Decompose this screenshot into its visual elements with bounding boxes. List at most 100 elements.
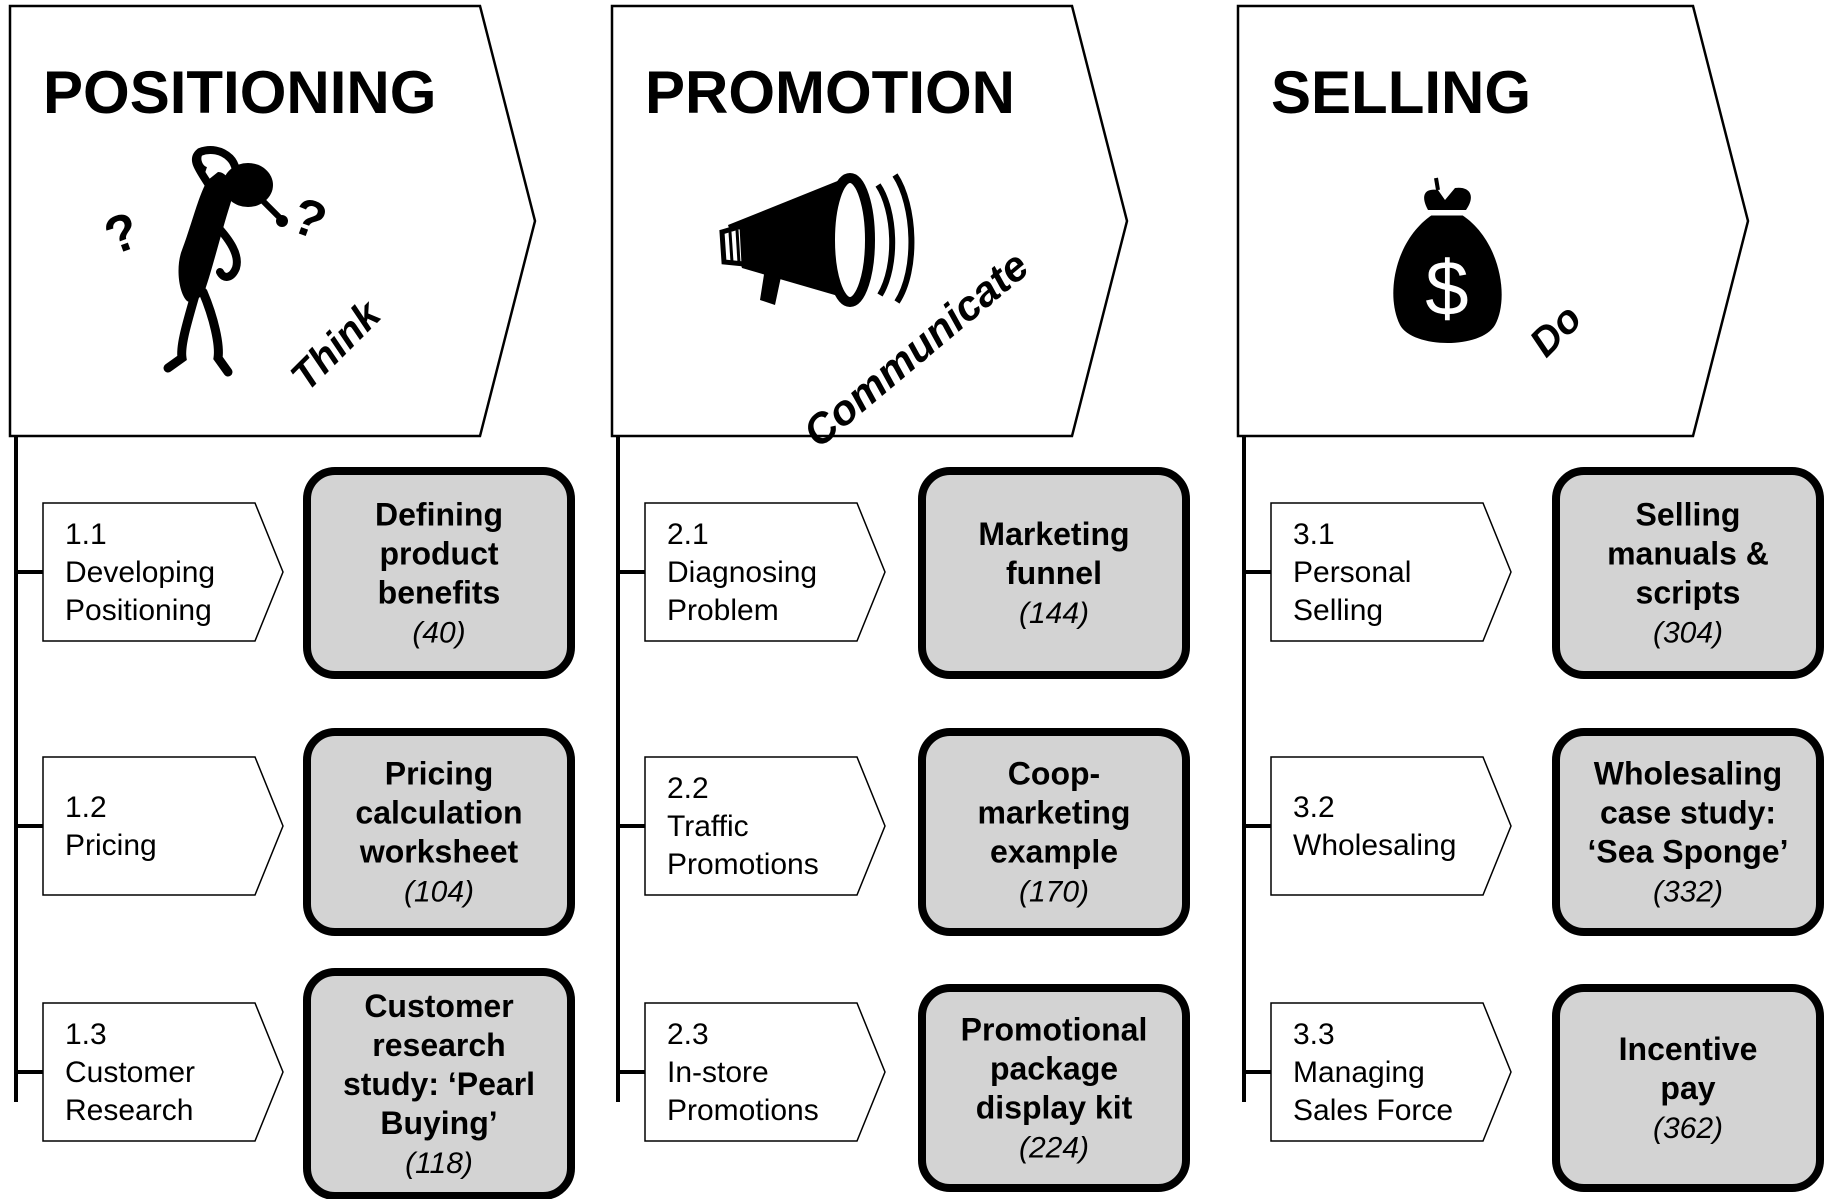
megaphone-ring-1 [728,231,734,263]
resource-box [303,728,575,936]
resource-title: example [990,834,1118,870]
sub-item-label: Customer [65,1056,195,1089]
sub-item-number: 1.2 [65,791,107,824]
sub-item-chevron [1270,502,1512,642]
resource-title: product [379,536,498,572]
sub-item-label: Wholesaling [1293,829,1456,862]
resource-title: study: ‘Pearl [343,1066,535,1102]
resource-title: scripts [1636,575,1741,611]
resource-title: display kit [976,1090,1133,1126]
sub-item-label: Promotions [667,1094,819,1127]
sub-item-label: Positioning [65,594,212,627]
figure-nose-tip [276,215,288,227]
sub-item-label: Selling [1293,594,1383,627]
resource-title: Promotional [961,1012,1148,1048]
resource-box [303,467,575,679]
sub-item-chevron [1270,756,1512,896]
sub-item-label: Research [65,1094,193,1127]
resource-box [303,968,575,1199]
sub-item-label: In-store [667,1056,769,1089]
resource-page-number: (362) [1653,1112,1723,1145]
sub-item-label: Traffic [667,810,749,843]
resource-title: Defining [375,497,503,533]
megaphone-ring-2 [735,229,741,264]
resource-box [918,728,1190,936]
figure-arm-right [212,221,241,281]
sub-item-chevron [42,1002,284,1142]
resource-title: Incentive [1619,1031,1758,1067]
resource-page-number: (118) [405,1147,473,1180]
sub-item-number: 1.3 [65,1018,107,1051]
resource-box [918,984,1190,1192]
column-heading: SELLING [1271,59,1531,126]
sub-item-label: Diagnosing [667,556,817,589]
column-selling: SELLING$Do3.1PersonalSellingSellingmanua… [1236,4,1824,1192]
megaphone-handle [760,268,782,305]
sub-item-label: Managing [1293,1056,1425,1089]
figure-leg-right [198,287,233,377]
sub-item-chevron [1270,1002,1512,1142]
resource-title: manuals & [1607,536,1769,572]
resource-title: funnel [1006,555,1102,591]
figure-leg-left [163,290,200,373]
sub-item-row: 1.2PricingPricingcalculationworksheet(10… [16,728,575,936]
resource-title: research [372,1027,505,1063]
resource-title: Pricing [385,756,493,792]
sub-item-label: Promotions [667,848,819,881]
resource-box [918,467,1190,679]
sub-item-chevron [42,756,284,896]
sub-item-number: 3.1 [1293,518,1335,551]
dollar-sign-icon: $ [1425,244,1468,332]
resource-title: marketing [978,795,1131,831]
resource-page-number: (332) [1653,876,1723,909]
sub-item-label: Developing [65,556,215,589]
resource-title: Buying’ [380,1105,497,1141]
sub-item-number: 2.2 [667,772,709,805]
resource-page-number: (144) [1019,597,1089,630]
sub-item-label: Problem [667,594,779,627]
column-promotion: PROMOTIONCommunicate2.1DiagnosingProblem… [610,4,1190,1192]
money-bag-tuft [1434,177,1440,191]
resource-box [1552,984,1824,1192]
resource-title: calculation [355,795,522,831]
header-chevron [8,4,537,438]
sub-item-chevron [644,502,886,642]
resource-title: worksheet [359,834,519,870]
resource-title: package [990,1051,1118,1087]
megaphone-icon [719,173,915,307]
resource-page-number: (40) [412,617,465,650]
column-heading: POSITIONING [43,59,436,126]
header-chevron [1236,4,1750,438]
resource-title: Wholesaling [1594,756,1782,792]
sub-item-label: Sales Force [1293,1094,1453,1127]
money-bag-body [1393,215,1502,344]
sub-item-number: 2.3 [667,1018,709,1051]
sub-item-chevron [644,1002,886,1142]
resource-page-number: (170) [1019,876,1089,909]
sub-item-chevron [644,756,886,896]
sub-item-chevron [42,502,284,642]
sound-wave-2 [892,173,915,304]
resource-page-number: (224) [1019,1132,1089,1165]
sub-item-label: Pricing [65,829,157,862]
resource-title: Selling [1636,497,1741,533]
resource-title: ‘Sea Sponge’ [1588,834,1789,870]
sub-item-number: 3.2 [1293,791,1335,824]
resource-box [1552,728,1824,936]
column-positioning: POSITIONING??Think1.1DevelopingPositioni… [8,4,575,1199]
sub-item-number: 2.1 [667,518,709,551]
resource-page-number: (104) [404,876,474,909]
resource-title: Coop- [1008,756,1100,792]
column-heading: PROMOTION [645,59,1015,126]
sub-item-number: 3.3 [1293,1018,1335,1051]
resource-title: benefits [378,575,501,611]
resource-page-number: (304) [1653,617,1723,650]
money-bag-icon: $ [1393,177,1502,344]
sub-item-number: 1.1 [65,518,107,551]
